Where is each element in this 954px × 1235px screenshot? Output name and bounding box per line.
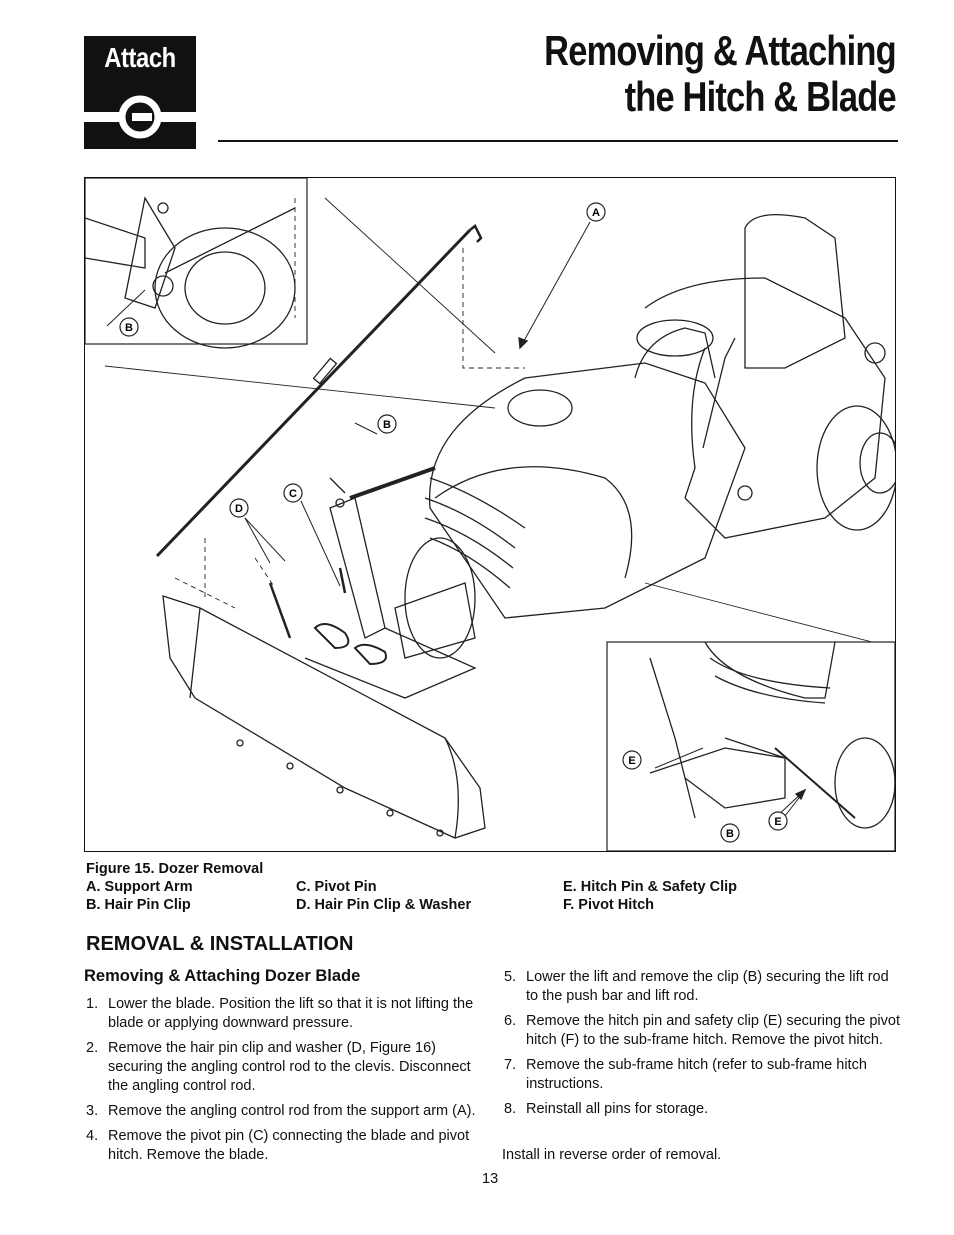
step-item: 7.Remove the sub-frame hitch (refer to s… bbox=[504, 1057, 867, 1092]
legend-column-1: A. Support Arm B. Hair Pin Clip bbox=[86, 879, 193, 914]
step-item: 2.Remove the hair pin clip and washer (D… bbox=[86, 1040, 471, 1094]
title-line-1: Removing & Attaching bbox=[544, 27, 896, 74]
svg-text:B: B bbox=[726, 828, 734, 840]
callout-a: A bbox=[586, 202, 606, 222]
dozer-illustration: A B B C D E B E bbox=[85, 178, 895, 851]
svg-text:B: B bbox=[125, 322, 133, 334]
callout-e-left: E bbox=[622, 750, 642, 770]
step-item: 3.Remove the angling control rod from th… bbox=[86, 1103, 476, 1119]
dozer-blade bbox=[162, 595, 486, 839]
legend-item-e: E. Hitch Pin & Safety Clip bbox=[563, 879, 738, 895]
callout-c: C bbox=[283, 483, 303, 503]
callout-d: D bbox=[229, 498, 249, 518]
step-item: 8.Reinstall all pins for storage. bbox=[504, 1101, 709, 1117]
legend-item-b: B. Hair Pin Clip bbox=[86, 896, 191, 913]
logo-text: Attach bbox=[104, 42, 176, 73]
legend-item-f: F. Pivot Hitch bbox=[563, 896, 655, 913]
tractor-hood bbox=[428, 362, 746, 619]
seat bbox=[744, 214, 846, 369]
support-arm bbox=[329, 497, 386, 639]
legend-item-a: A. Support Arm bbox=[86, 879, 193, 895]
closing-note: Install in reverse order of removal. bbox=[502, 1147, 722, 1163]
attach-logo: Attach bbox=[84, 36, 196, 149]
svg-text:B: B bbox=[383, 419, 391, 431]
sub-heading: Removing & Attaching Dozer Blade bbox=[84, 967, 361, 985]
hood-vent bbox=[507, 389, 573, 427]
spring bbox=[349, 466, 436, 500]
inset-tire bbox=[154, 227, 296, 349]
step-item: 4.Remove the pivot pin (C) connecting th… bbox=[86, 1128, 470, 1163]
step-item: 6.Remove the hitch pin and safety clip (… bbox=[504, 1013, 900, 1048]
title-line-2: the Hitch & Blade bbox=[624, 73, 897, 120]
step-item: 1.Lower the blade. Position the lift so … bbox=[86, 996, 474, 1031]
svg-text:C: C bbox=[289, 488, 297, 500]
page-title: Removing & Attaching the Hitch & Blade bbox=[467, 28, 896, 120]
callout-b-bottom-inset: B bbox=[720, 823, 740, 843]
svg-text:A: A bbox=[592, 207, 600, 219]
callout-b-top-inset: B bbox=[119, 317, 139, 337]
svg-text:E: E bbox=[628, 755, 635, 767]
svg-text:D: D bbox=[235, 503, 243, 515]
legend-item-d: D. Hair Pin Clip & Washer bbox=[296, 896, 472, 913]
step-item: 5.Lower the lift and remove the clip (B)… bbox=[504, 969, 889, 1004]
section-heading: REMOVAL & INSTALLATION bbox=[86, 933, 354, 955]
steering-wheel bbox=[636, 319, 714, 357]
legend-column-3: E. Hitch Pin & Safety Clip F. Pivot Hitc… bbox=[563, 879, 737, 914]
legend-column-2: C. Pivot Pin D. Hair Pin Clip & Washer bbox=[296, 879, 471, 914]
dozer-removal-figure: A B B C D E B E bbox=[84, 177, 896, 852]
figure-caption: Figure 15. Dozer Removal bbox=[86, 861, 264, 877]
inset-top-left bbox=[85, 178, 308, 345]
rear-tire bbox=[816, 405, 895, 531]
title-rule bbox=[218, 140, 898, 142]
legend-item-c: C. Pivot Pin bbox=[296, 879, 377, 895]
steps-list-right: 5.Lower the lift and remove the clip (B)… bbox=[504, 968, 904, 1125]
svg-text:E: E bbox=[774, 816, 781, 828]
callout-e-right: E bbox=[768, 811, 788, 831]
callout-b: B bbox=[377, 414, 397, 434]
steps-list-left: 1.Lower the blade. Position the lift so … bbox=[86, 995, 486, 1171]
page-number: 13 bbox=[482, 1171, 499, 1187]
hitch-connector-icon bbox=[84, 88, 196, 149]
